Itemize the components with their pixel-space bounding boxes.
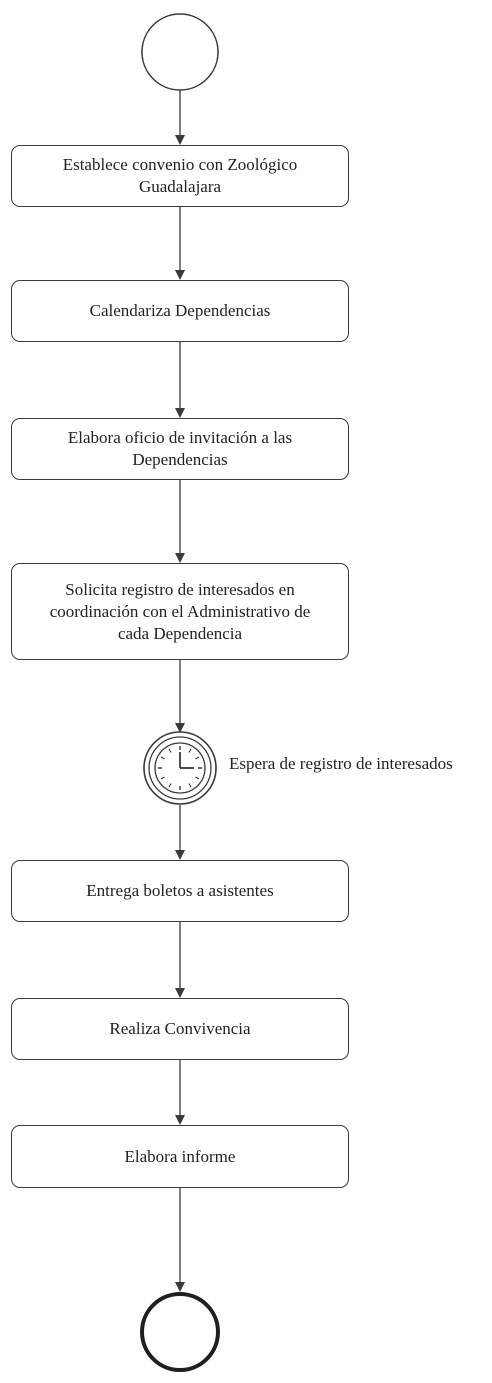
- task-label: Elabora informe: [124, 1146, 236, 1166]
- start-event-circle: [141, 13, 219, 91]
- timer-event-label: Espera de registro de interesados: [229, 754, 453, 773]
- task-solicita-registro: Solicita registro de interesados en coor…: [11, 563, 349, 660]
- task-entrega-boletos: Entrega boletos a asistentes: [11, 860, 349, 922]
- task-label: Realiza Convivencia: [109, 1019, 251, 1038]
- task-calendariza-dependencias: Calendariza Dependencias: [11, 280, 349, 342]
- task-label: Establece convenio con Zoológico Guadala…: [62, 155, 298, 196]
- task-label: Calendariza Dependencias: [89, 301, 271, 320]
- task-establece-convenio: Establece convenio con Zoológico Guadala…: [11, 145, 349, 207]
- end-event-circle: [140, 1292, 220, 1372]
- task-elabora-oficio: Elabora oficio de invitación a las Depen…: [11, 418, 349, 480]
- clock-icon: [143, 731, 217, 805]
- task-label: Solicita registro de interesados en coor…: [49, 579, 311, 643]
- task-label: Entrega boletos a asistentes: [86, 881, 274, 900]
- task-realiza-convivencia: Realiza Convivencia: [11, 998, 349, 1060]
- task-elabora-informe: Elabora informe: [11, 1125, 349, 1188]
- task-label: Elabora oficio de invitación a las Depen…: [67, 428, 293, 469]
